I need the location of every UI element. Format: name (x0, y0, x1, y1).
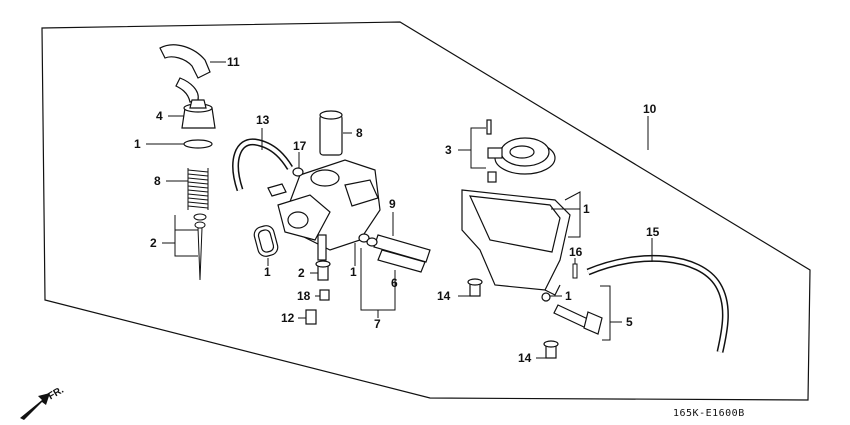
callout-label: 2 (150, 236, 157, 250)
spring-part (187, 168, 209, 210)
float-chamber-part (461, 189, 571, 296)
callout-label: 11 (227, 55, 240, 69)
float-part (486, 119, 556, 183)
callout-label: 8 (356, 126, 363, 140)
callout-label: 16 (569, 245, 583, 259)
callout-label: 1 (134, 137, 141, 151)
fuel-pipe-part (159, 44, 211, 103)
adjust-screws-part (358, 233, 431, 273)
callout-label: 14 (437, 289, 451, 303)
needle-part (193, 213, 207, 281)
callout-label: 14 (518, 351, 532, 365)
leader-lines (146, 61, 653, 359)
callout-label: 17 (293, 139, 307, 153)
callout-label: 4 (156, 109, 163, 123)
gasket-part (253, 225, 279, 257)
jet-parts (305, 260, 331, 325)
callout-label: 9 (389, 197, 396, 211)
callout-label: 13 (256, 113, 270, 127)
callout-label: 15 (646, 225, 660, 239)
pin-part (572, 263, 578, 279)
callout-label: 1 (264, 265, 271, 279)
throttle-valve-part (319, 110, 343, 156)
callout-label: 12 (281, 311, 295, 325)
assembly-boundary (41, 21, 811, 401)
callout-label: 1 (565, 289, 572, 303)
cap-part (181, 99, 216, 129)
callout-label: 3 (445, 143, 452, 157)
callout-label: 1 (350, 265, 357, 279)
callout-label: 8 (154, 174, 161, 188)
washer-part (183, 139, 213, 149)
callout-label: 2 (298, 266, 305, 280)
small-oring-part (292, 167, 304, 177)
callout-label: 6 (391, 276, 398, 290)
callout-label: 1 (583, 202, 590, 216)
bolt-parts (467, 278, 559, 359)
carburetor-body (267, 159, 381, 261)
drawing-code: 165K-E1600B (673, 408, 745, 419)
callout-label: 18 (297, 289, 311, 303)
callout-label: 5 (626, 315, 633, 329)
fr-arrow-icon (20, 393, 50, 420)
drain-screw-part (541, 292, 603, 335)
callout-label: 10 (643, 102, 657, 116)
tube-part (232, 138, 293, 192)
callout-label: 7 (374, 317, 381, 331)
